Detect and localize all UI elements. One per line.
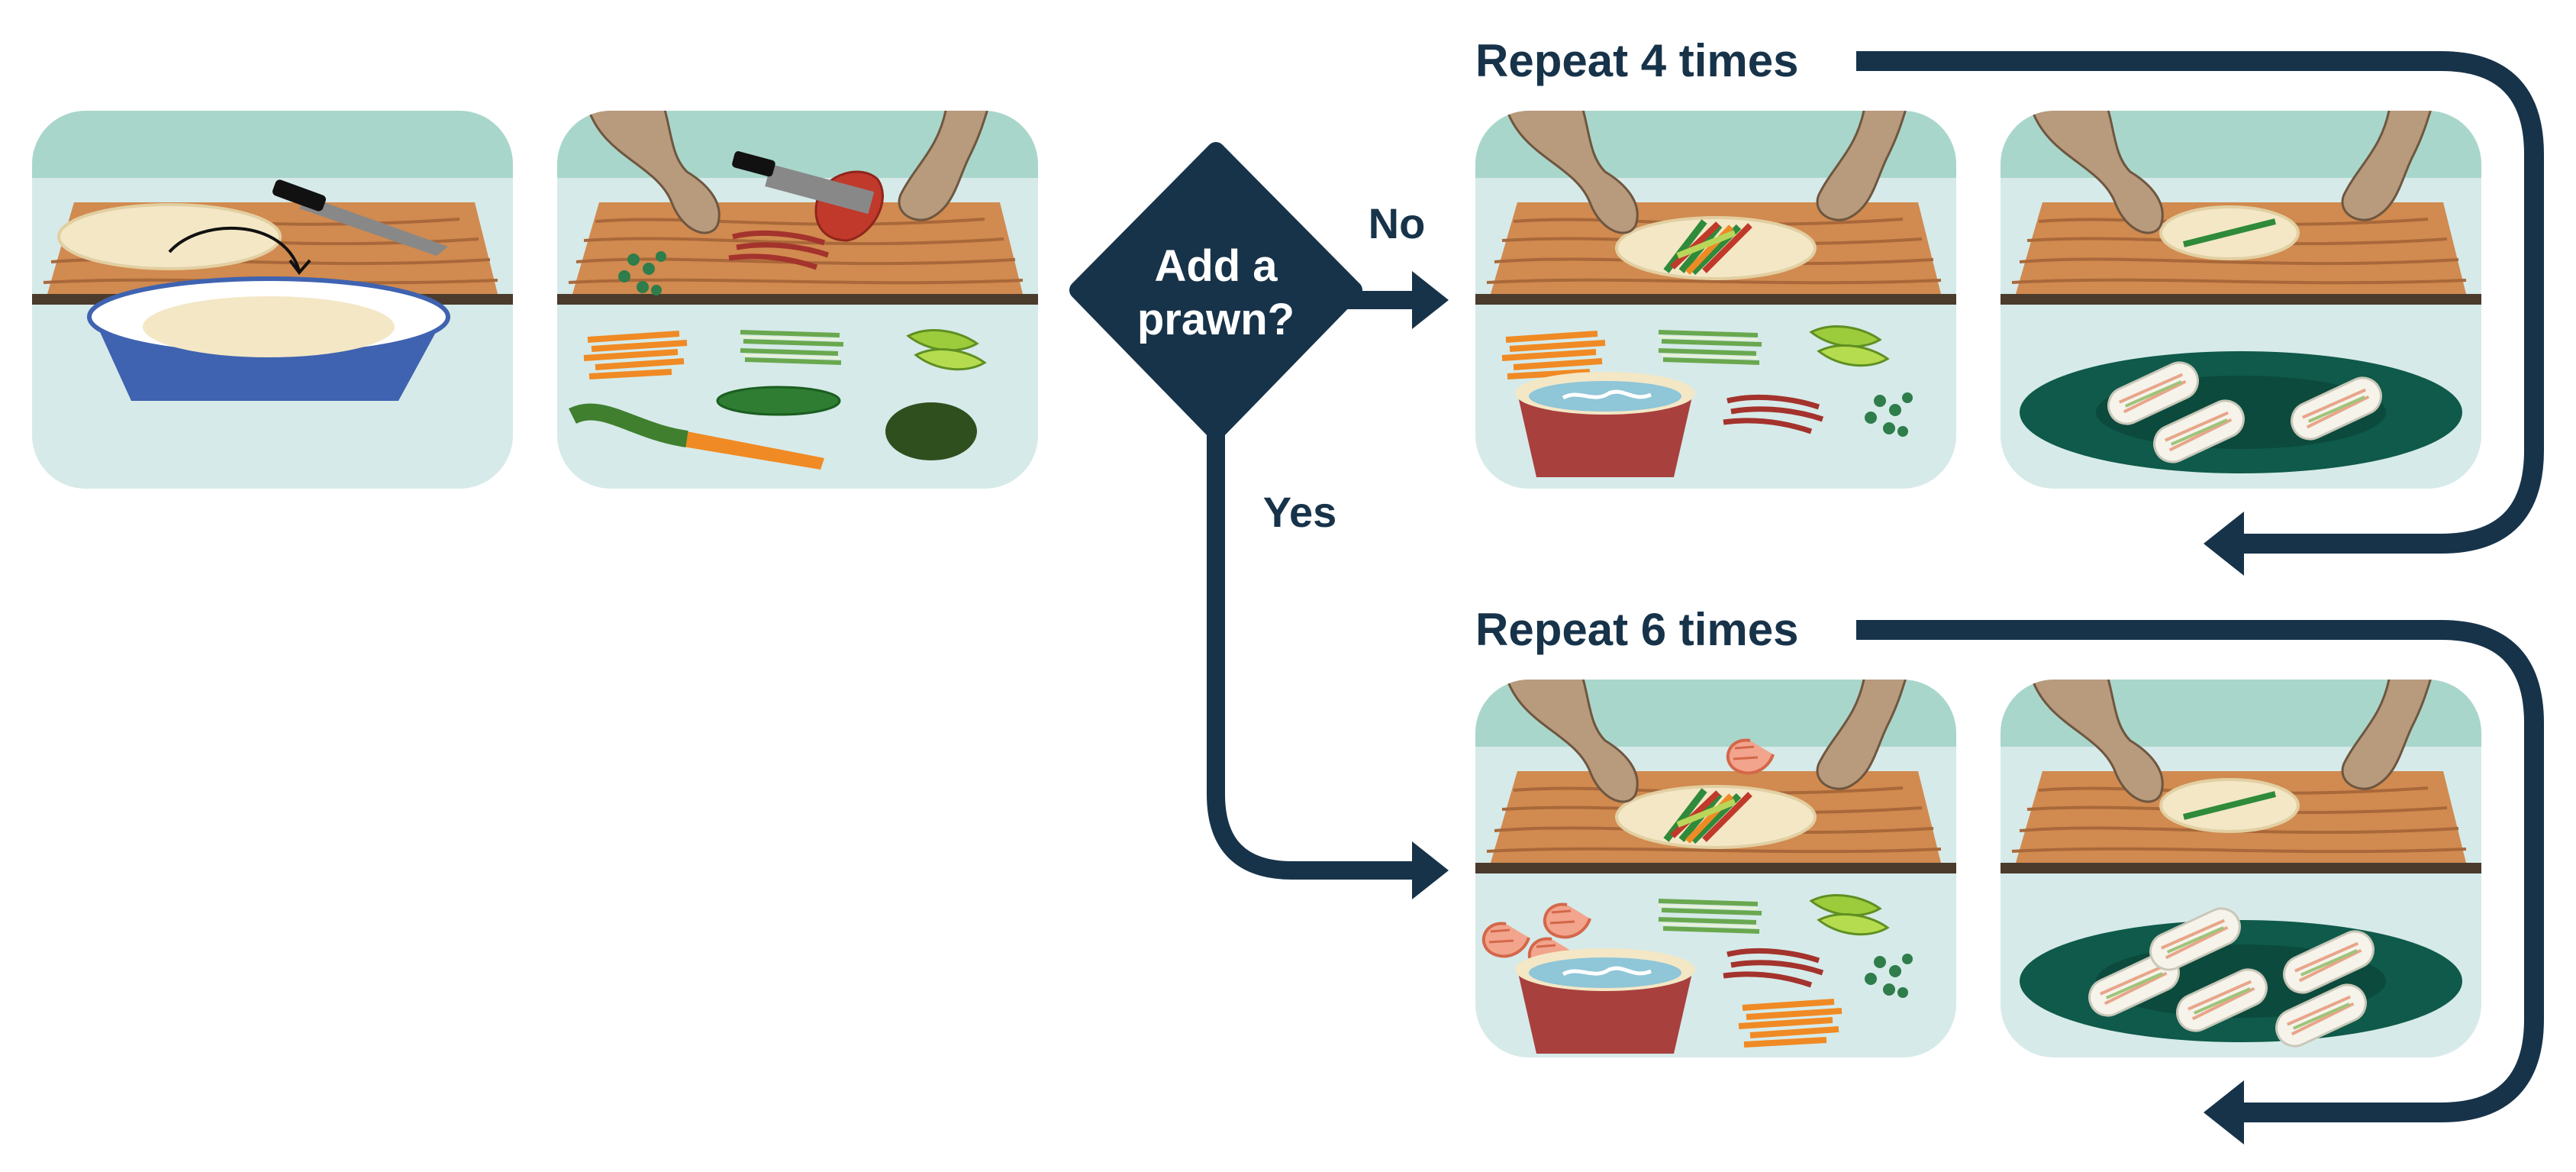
repeat-6-loop-arrow (1856, 620, 2544, 1145)
yes-arrow (1207, 428, 1449, 899)
repeat-4-label: Repeat 4 times (1475, 35, 1799, 86)
no-label: No (1369, 199, 1426, 247)
panel-soak-rice-paper (32, 111, 513, 489)
repeat-4-loop-arrow (1856, 51, 2544, 576)
panel-fill-wrap-with-prawn (1475, 680, 1956, 1057)
panel-fill-wrap-no-prawn (1475, 111, 1956, 489)
panel-roll-no-prawn (2001, 111, 2481, 489)
yes-label: Yes (1263, 488, 1337, 536)
repeat-6-label: Repeat 6 times (1475, 604, 1799, 655)
panel-roll-with-prawn (2001, 680, 2481, 1057)
panel-slice-vegetables (557, 111, 1038, 489)
no-arrow (1343, 271, 1449, 329)
